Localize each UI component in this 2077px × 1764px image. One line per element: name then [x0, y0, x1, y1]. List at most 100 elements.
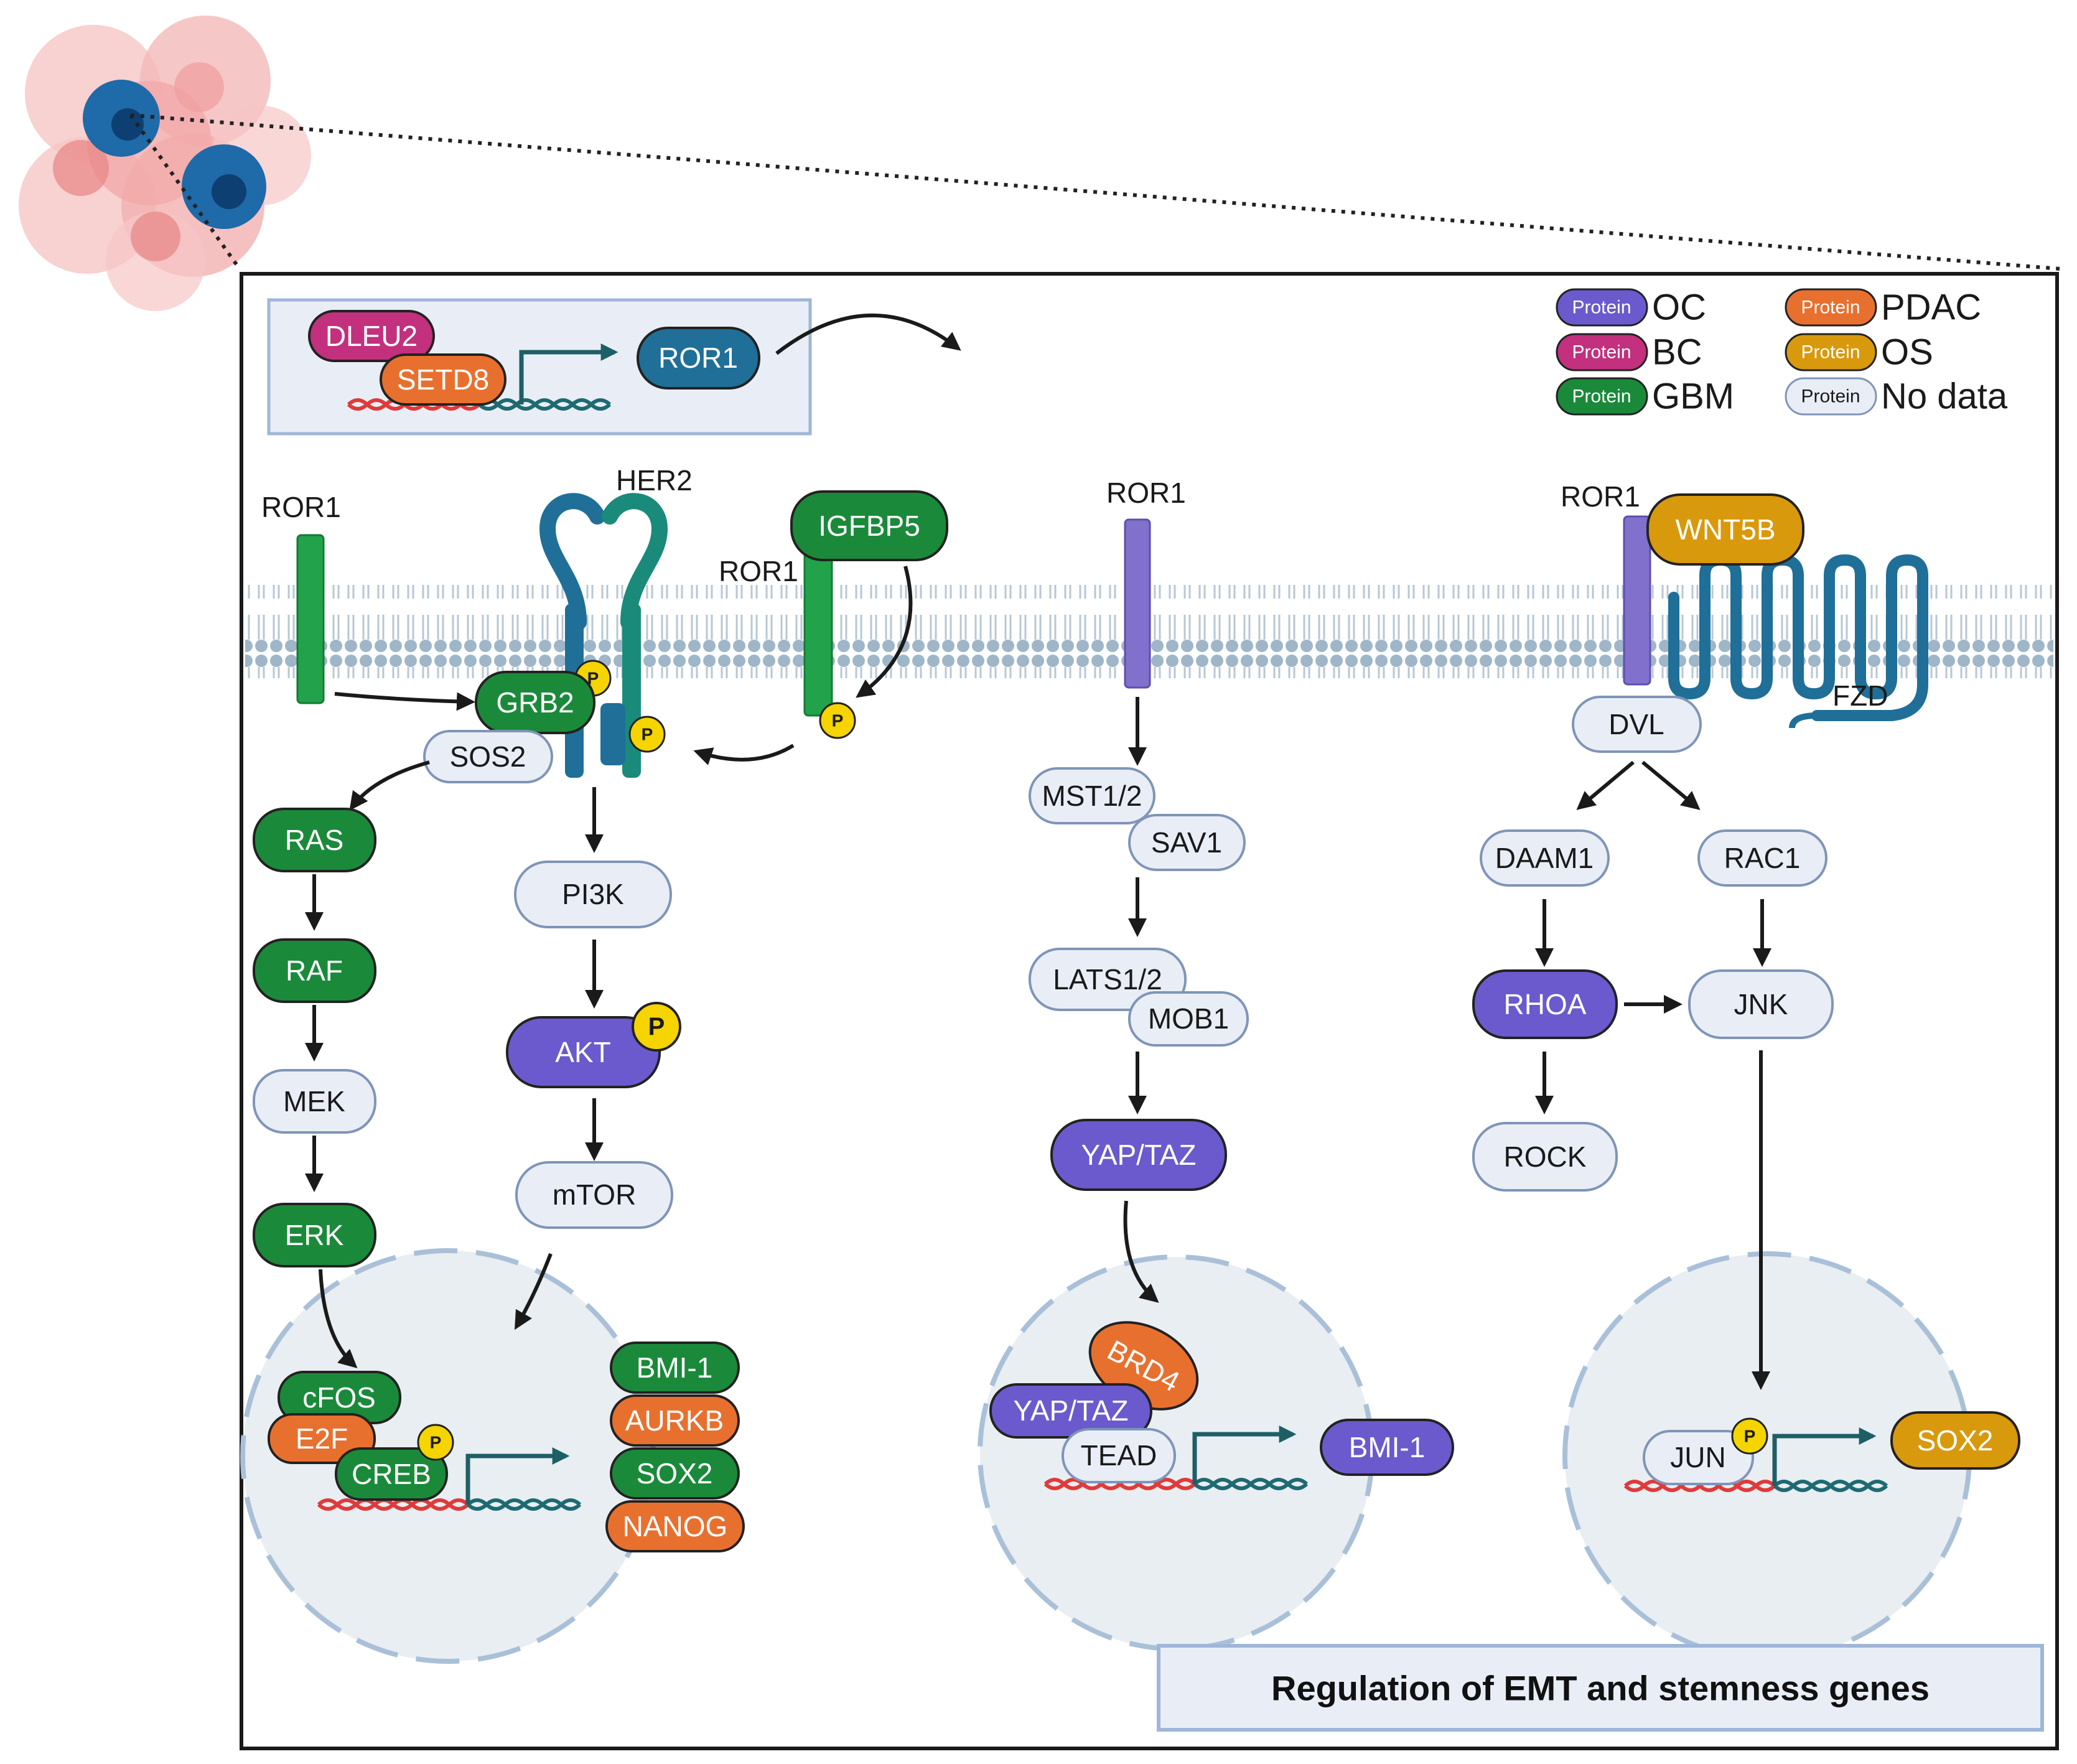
- svg-text:OS: OS: [1881, 332, 1933, 373]
- svg-text:Protein: Protein: [1572, 297, 1631, 318]
- rhoa-pill: RHOA: [1472, 969, 1618, 1039]
- svg-text:ERK: ERK: [285, 1219, 344, 1251]
- svg-text:NANOG: NANOG: [623, 1510, 728, 1542]
- svg-text:SAV1: SAV1: [1151, 826, 1222, 859]
- setd8-label: SETD8: [397, 363, 489, 396]
- svg-text:cFOS: cFOS: [302, 1381, 376, 1414]
- jun-pill: JUN: [1643, 1430, 1754, 1485]
- bmi1-left-pill: BMI-1: [610, 1342, 740, 1394]
- svg-text:MOB1: MOB1: [1148, 1002, 1229, 1035]
- dleu2-pill: DLEU2: [308, 310, 435, 362]
- svg-text:YAP/TAZ: YAP/TAZ: [1014, 1394, 1129, 1427]
- dleu2-label: DLEU2: [325, 320, 418, 352]
- svg-text:CREB: CREB: [352, 1458, 431, 1490]
- nucleus-middle: [978, 1254, 1375, 1651]
- nanog-pill: NANOG: [605, 1500, 745, 1552]
- her2-p-bottom: P: [628, 716, 666, 753]
- tss-arrow-left: [465, 1447, 570, 1505]
- svg-text:MEK: MEK: [283, 1085, 345, 1118]
- svg-text:mTOR: mTOR: [553, 1178, 637, 1211]
- zoom-line-left: [129, 114, 241, 270]
- bmi1-middle-pill: BMI-1: [1320, 1419, 1454, 1476]
- ror1-right-label: ROR1: [1561, 480, 1640, 513]
- inset-out-arrow: [775, 313, 961, 355]
- her2-label: HER2: [616, 464, 693, 497]
- svg-text:BC: BC: [1652, 332, 1702, 373]
- dvl-to-daam1-arrow: [1576, 760, 1635, 810]
- igfbp5-arrow: [856, 566, 913, 698]
- ror1-left-receptor: [296, 534, 325, 704]
- erk-to-nucleus-arrow: [319, 1269, 358, 1369]
- raf-pill: RAF: [253, 938, 376, 1003]
- ras-pill: RAS: [253, 808, 376, 872]
- ror1-left-label: ROR1: [261, 491, 341, 523]
- svg-text:P: P: [832, 711, 844, 730]
- sox2-right-pill: SOX2: [1890, 1411, 2020, 1470]
- yaptaz-pill: YAP/TAZ: [1050, 1119, 1227, 1191]
- ror1-to-her2-arrow: [693, 744, 795, 765]
- aurkb-pill: AURKB: [610, 1394, 740, 1447]
- pi3k-pill: PI3K: [514, 861, 672, 928]
- svg-text:JUN: JUN: [1670, 1441, 1725, 1473]
- svg-text:P: P: [642, 725, 653, 744]
- svg-text:YAP/TAZ: YAP/TAZ: [1081, 1139, 1197, 1171]
- grb2-pill: GRB2: [475, 671, 595, 734]
- svg-text:Protein: Protein: [1572, 386, 1631, 407]
- legend-item-oc: Protein OC: [1556, 287, 1706, 328]
- svg-text:E2F: E2F: [296, 1422, 348, 1455]
- jnk-pill: JNK: [1688, 969, 1834, 1039]
- svg-text:Protein: Protein: [1572, 342, 1631, 363]
- fzd-tail: [1789, 712, 1818, 729]
- svg-text:GBM: GBM: [1652, 376, 1734, 417]
- tumor-cell-cluster: [19, 16, 311, 311]
- erk-pill: ERK: [253, 1203, 376, 1267]
- legend-item-os: Protein OS: [1785, 332, 1933, 373]
- mek-pill: MEK: [253, 1069, 376, 1134]
- legend-item-pdac: Protein PDAC: [1785, 287, 1981, 328]
- ror1-to-grb2-arrow: [334, 692, 475, 711]
- svg-text:P: P: [648, 1013, 665, 1040]
- daam1-pill: DAAM1: [1480, 829, 1610, 887]
- svg-text:SOS2: SOS2: [450, 740, 526, 773]
- ror1-igfbp5-p: P: [819, 702, 856, 739]
- sos2-pill: SOS2: [423, 730, 553, 783]
- cfos-pill: cFOS: [278, 1371, 401, 1424]
- svg-text:RAS: RAS: [285, 824, 344, 856]
- tss-arrow-middle: [1192, 1426, 1297, 1484]
- sox2-left-pill: SOX2: [610, 1447, 740, 1500]
- svg-text:MST1/2: MST1/2: [1042, 780, 1142, 812]
- bottom-title: Regulation of EMT and stemness genes: [1271, 1669, 1930, 1708]
- wnt5b-pill: WNT5B: [1646, 493, 1804, 566]
- yap-to-nucleus-arrow: [1123, 1200, 1159, 1303]
- legend-item-gbm: Protein GBM: [1556, 376, 1734, 417]
- setd8-pill: SETD8: [380, 353, 506, 406]
- legend-item-nodata: Protein No data: [1785, 376, 2008, 417]
- rac1-pill: RAC1: [1697, 829, 1827, 887]
- svg-text:BMI-1: BMI-1: [1349, 1431, 1426, 1463]
- ror1-inset-pill: ROR1: [637, 327, 760, 390]
- svg-text:RAF: RAF: [286, 954, 343, 987]
- mob1-pill: MOB1: [1128, 991, 1249, 1047]
- mtor-pill: mTOR: [515, 1161, 673, 1229]
- svg-text:AURKB: AURKB: [625, 1404, 724, 1437]
- creb-pill: CREB: [335, 1447, 448, 1501]
- ror1-middle-label: ROR1: [1106, 477, 1186, 509]
- mst12-pill: MST1/2: [1029, 767, 1155, 824]
- legend-item-bc: Protein BC: [1556, 332, 1702, 373]
- legend: Protein OC Protein BC Protein GBM Protei…: [1556, 287, 2008, 417]
- igfbp5-pill: IGFBP5: [790, 490, 948, 561]
- svg-text:TEAD: TEAD: [1081, 1439, 1157, 1472]
- sav1-pill: SAV1: [1128, 814, 1246, 871]
- svg-text:ROCK: ROCK: [1504, 1141, 1587, 1173]
- fzd-label: FZD: [1832, 679, 1888, 712]
- svg-text:SOX2: SOX2: [1917, 1424, 1994, 1457]
- dvl-pill: DVL: [1572, 696, 1702, 753]
- svg-text:DVL: DVL: [1608, 708, 1664, 740]
- svg-text:P: P: [587, 669, 599, 688]
- svg-text:JNK: JNK: [1734, 988, 1788, 1020]
- svg-text:Protein: Protein: [1801, 297, 1860, 318]
- ror1-igfbp5-receptor: [803, 546, 833, 717]
- svg-text:RHOA: RHOA: [1504, 988, 1587, 1020]
- svg-text:BMI-1: BMI-1: [637, 1351, 713, 1384]
